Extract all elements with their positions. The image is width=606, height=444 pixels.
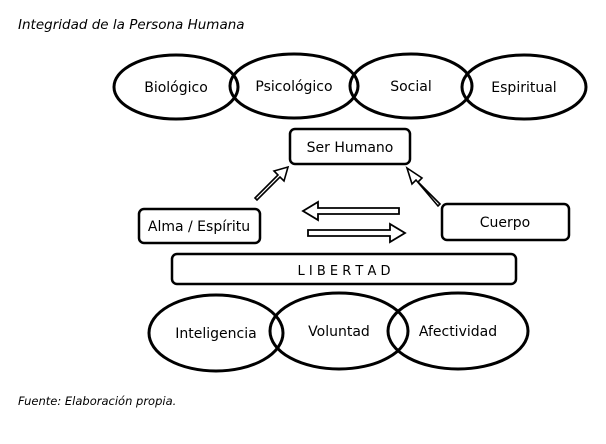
label-alma-espiritu: Alma / Espíritu <box>148 219 250 235</box>
ellipse-voluntad <box>268 291 410 371</box>
label-social: Social <box>390 79 432 95</box>
label-biologico: Biológico <box>144 80 208 96</box>
label-cuerpo: Cuerpo <box>480 215 530 231</box>
arrow-exchange-left <box>301 200 400 222</box>
ellipse-psicologico <box>228 52 360 120</box>
label-psicologico: Psicológico <box>255 79 332 95</box>
label-espiritual: Espiritual <box>491 80 556 96</box>
label-libertad: L I B E R T A D <box>297 264 390 279</box>
ellipse-social <box>348 52 474 120</box>
ellipse-afectividad <box>386 291 530 371</box>
diagram-source: Fuente: Elaboración propia. <box>18 394 177 408</box>
arrow-cuerpo-to-ser-humano <box>405 166 442 208</box>
box-alma-espiritu <box>137 207 262 245</box>
label-inteligencia: Inteligencia <box>175 326 256 342</box>
label-voluntad: Voluntad <box>308 324 370 340</box>
ellipse-biologico <box>112 53 240 121</box>
box-cuerpo <box>440 202 571 242</box>
box-libertad <box>170 252 518 286</box>
label-afectividad: Afectividad <box>419 324 497 340</box>
label-ser-humano: Ser Humano <box>307 140 394 156</box>
ellipse-inteligencia <box>147 293 285 373</box>
box-ser-humano <box>288 127 412 166</box>
ellipse-espiritual <box>460 53 588 121</box>
arrow-alma-to-ser-humano <box>253 165 290 202</box>
diagram-title: Integridad de la Persona Humana <box>18 17 245 33</box>
arrow-exchange-right <box>307 222 407 244</box>
